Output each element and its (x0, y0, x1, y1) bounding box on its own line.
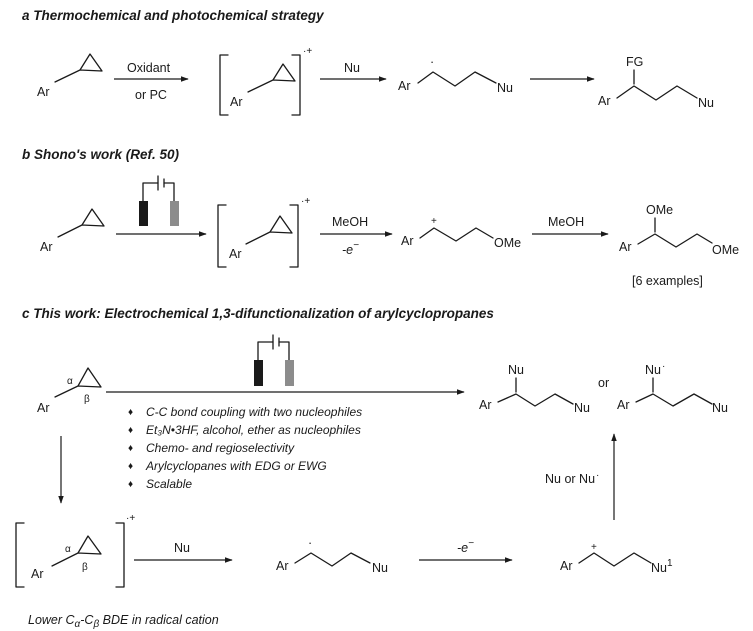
aryl-label: Ar (31, 567, 44, 581)
nucleophile-label: Nu (712, 401, 728, 415)
feature-item: Chemo- and regioselectivity (146, 441, 295, 455)
alpha-label: α (65, 544, 71, 555)
nucleophile-label: Nu (508, 363, 524, 377)
electrolysis-icon (254, 334, 294, 386)
aryl-label: Ar (619, 240, 632, 254)
aryl-label: Ar (401, 234, 414, 248)
anode-electrode (254, 360, 263, 386)
photocatalyst-label: or PC (135, 88, 167, 102)
benzylic-cation-c: Ar + Nu1 (560, 542, 673, 575)
nucleophile-label: Nu (698, 96, 714, 110)
nucleophile-label: Nu (174, 541, 190, 555)
methoxy-label: OMe (712, 243, 739, 257)
feature-item: C-C bond coupling with two nucleophiles (146, 405, 362, 419)
anode-electrode (139, 201, 148, 226)
methanol-arrow-b2: MeOH (532, 215, 609, 237)
arylcyclopropane-a: Ar (37, 53, 103, 99)
product-a: FG Ar Nu (598, 55, 714, 110)
cation-charge: + (431, 216, 437, 227)
nucleophile-label: Nu (574, 401, 590, 415)
feature-list: ♦ C-C bond coupling with two nucleophile… (128, 405, 362, 491)
product-c-1: Nu Ar Nu (479, 363, 590, 415)
nucleophile-label: Nu· (645, 361, 665, 377)
feature-item: Et₃N•3HF, alcohol, ether as nucleophiles (146, 423, 361, 437)
nucleophile-choice-label: Nu or Nu· (545, 470, 599, 486)
aryl-label: Ar (230, 95, 243, 109)
feature-bullet: ♦ (128, 443, 133, 454)
fg-label: FG (626, 55, 643, 69)
oxidation-arrow-a: Oxidant or PC (114, 61, 189, 102)
radical-dot: · (430, 55, 434, 69)
cathode-electrode (285, 360, 294, 386)
aryl-label: Ar (229, 247, 242, 261)
oxidation-arrow-c: -e− (419, 538, 513, 563)
section-a-heading: a Thermochemical and photochemical strat… (22, 8, 325, 23)
benzylic-radical-c: Ar · Nu (276, 536, 388, 575)
benzylic-radical-a: Ar · Nu (398, 55, 513, 95)
feature-bullet: ♦ (128, 479, 133, 490)
arylcyclopropane-c: Ar α β (37, 367, 102, 415)
radical-cation-charge: ·+ (301, 196, 310, 207)
oxidant-label: Oxidant (127, 61, 171, 75)
electron-loss-label: -e− (342, 240, 359, 257)
arylcyclopropane-b: Ar (40, 208, 105, 254)
cathode-electrode (170, 201, 179, 226)
methanol-label: MeOH (332, 215, 368, 229)
aryl-label: Ar (479, 398, 492, 412)
product-b: OMe Ar OMe [6 examples] (619, 203, 739, 288)
aryl-label: Ar (276, 559, 289, 573)
feature-bullet: ♦ (128, 461, 133, 472)
radical-dot: · (308, 536, 312, 550)
bde-note: Lower Cα-Cβ BDE in radical cation (28, 613, 219, 630)
methoxy-label: OMe (494, 236, 521, 250)
aryl-label: Ar (398, 79, 411, 93)
beta-label: β (82, 562, 88, 573)
nucleophile-arrow-a: Nu (320, 61, 387, 82)
upward-arrow: Nu or Nu· (545, 433, 617, 520)
radical-cation-a: Ar ·+ (219, 46, 312, 116)
aryl-label: Ar (560, 559, 573, 573)
radical-cation-charge: ·+ (303, 46, 312, 57)
methanol-arrow-b1: MeOH -e− (320, 215, 393, 257)
electron-loss-label: -e− (457, 538, 474, 555)
benzylic-cation-b: Ar + OMe (401, 216, 521, 250)
section-b-heading: b Shono's work (Ref. 50) (22, 147, 179, 162)
nucleophile-label: Nu (372, 561, 388, 575)
feature-bullet: ♦ (128, 425, 133, 436)
nucleophile-label: Nu1 (651, 558, 673, 575)
feature-item: Arylcyclopanes with EDG or EWG (145, 459, 327, 473)
nucleophile-label: Nu (497, 81, 513, 95)
or-label: or (598, 376, 609, 390)
aryl-label: Ar (37, 401, 50, 415)
nucleophile-label: Nu (344, 61, 360, 75)
alpha-label: α (67, 376, 73, 387)
section-c-heading: c This work: Electrochemical 1,3-difunct… (22, 306, 494, 321)
nucleophile-arrow-c: Nu (134, 541, 233, 563)
radical-cation-b: Ar ·+ (217, 196, 310, 268)
aryl-label: Ar (617, 398, 630, 412)
feature-item: Scalable (146, 477, 192, 491)
aryl-label: Ar (37, 85, 50, 99)
radical-cation-charge: ·+ (126, 513, 135, 524)
examples-count: [6 examples] (632, 274, 703, 288)
aryl-label: Ar (598, 94, 611, 108)
feature-bullet: ♦ (128, 407, 133, 418)
aryl-label: Ar (40, 240, 53, 254)
electrolysis-icon (139, 175, 179, 226)
methanol-label: MeOH (548, 215, 584, 229)
radical-cation-c: Ar α β ·+ (15, 513, 135, 588)
methoxy-label: OMe (646, 203, 673, 217)
product-c-2: Nu· Ar Nu (617, 361, 728, 415)
beta-label: β (84, 394, 90, 405)
cation-charge: + (591, 542, 597, 553)
